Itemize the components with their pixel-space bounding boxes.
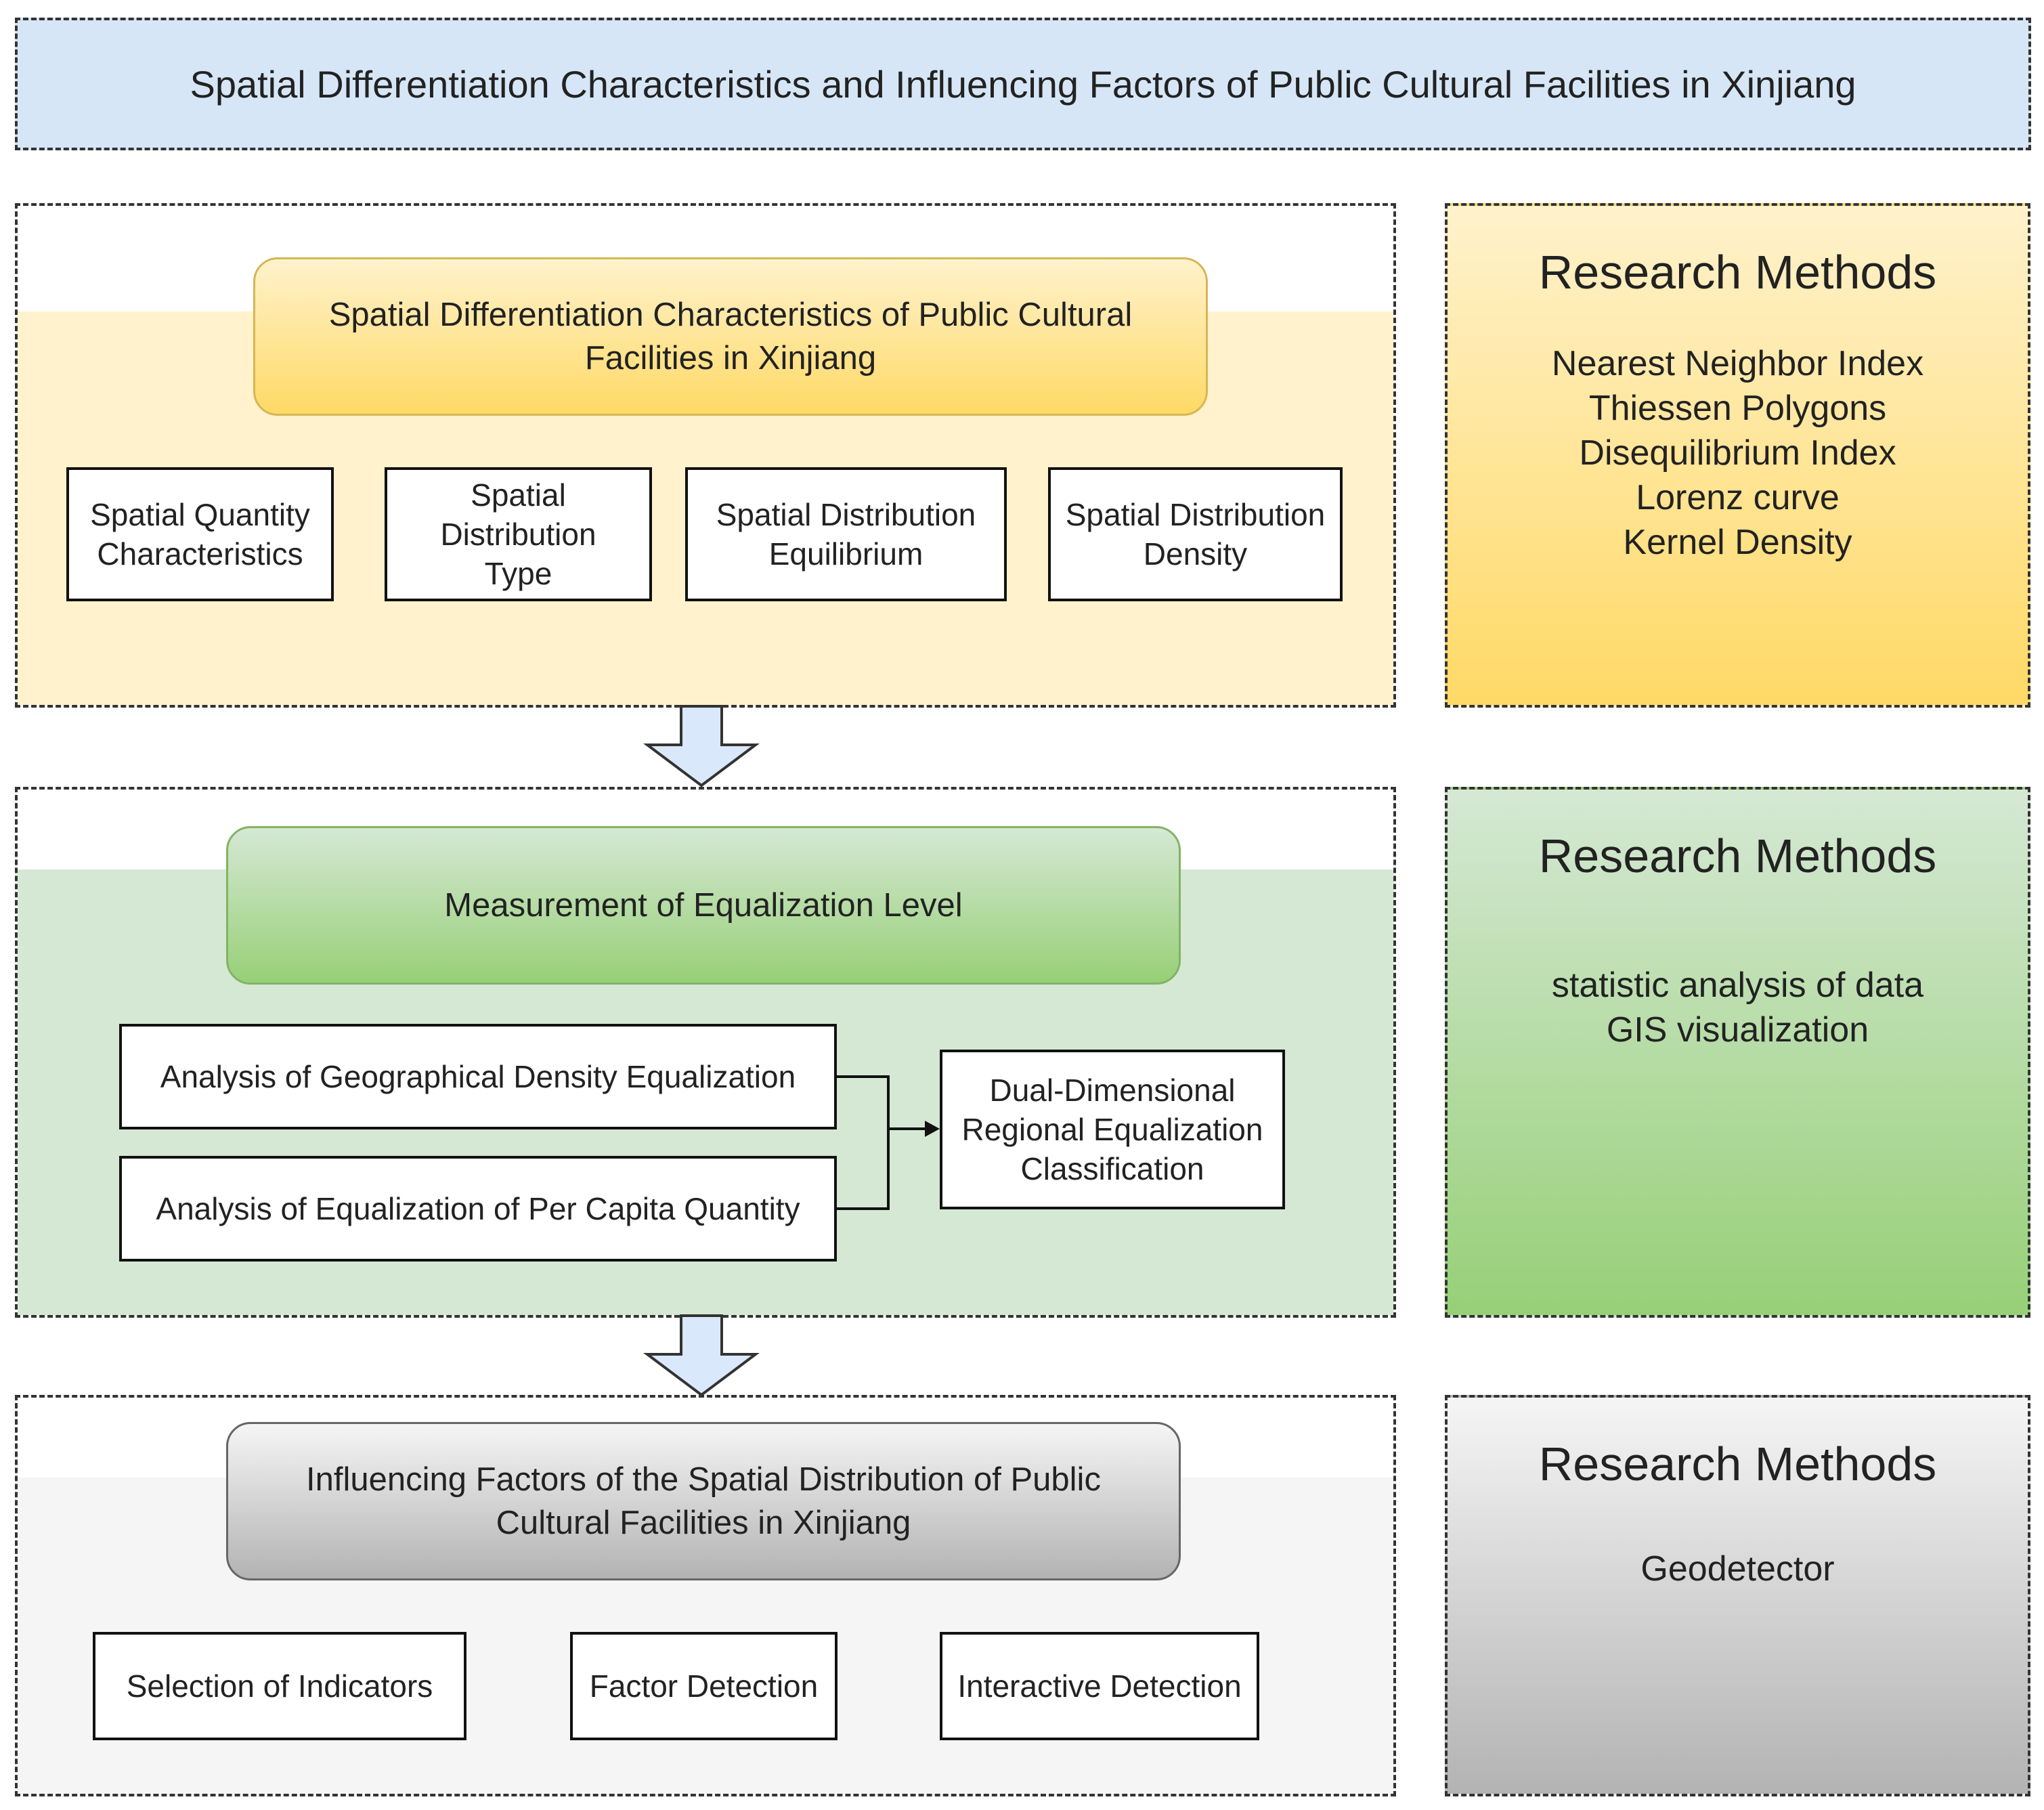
box-label: Interactive Detection [957, 1668, 1242, 1704]
research-methods-title: Research Methods [1538, 829, 1937, 882]
box-label: Analysis of Equalization of Per Capita Q… [156, 1191, 800, 1226]
box-label: Dual-Dimensional Regional Equalization C… [961, 1073, 1263, 1186]
diagram-title-text: Spatial Differentiation Characteristics … [190, 62, 1856, 106]
down-arrow-icon [643, 1314, 760, 1397]
box-label: Analysis of Geographical Density Equaliz… [160, 1059, 796, 1094]
method-item: Kernel Density [1623, 523, 1852, 562]
method-item: statistic analysis of data [1551, 966, 1924, 1005]
box-label: Spatial Distribution Type [440, 477, 596, 591]
research-methods-list: Nearest Neighbor Index Thiessen Polygons… [1448, 341, 2028, 565]
spatial-differentiation-heading: Spatial Differentiation Characteristics … [253, 257, 1208, 416]
heading-text: Spatial Differentiation Characteristics … [328, 297, 1133, 376]
research-methods-list: statistic analysis of data GIS visualiza… [1448, 963, 2028, 1052]
box-label: Selection of Indicators [126, 1668, 433, 1704]
research-methods-panel-1: Research Methods Nearest Neighbor Index … [1445, 203, 2030, 708]
spatial-quantity-box: Spatial Quantity Characteristics [66, 467, 334, 601]
geographical-density-box: Analysis of Geographical Density Equaliz… [119, 1024, 837, 1129]
method-item: Thiessen Polygons [1588, 389, 1887, 428]
box-label: Spatial Distribution Density [1065, 497, 1326, 572]
research-methods-panel-2: Research Methods statistic analysis of d… [1445, 787, 2030, 1318]
method-item: GIS visualization [1606, 1010, 1869, 1050]
diagram-title: Spatial Differentiation Characteristics … [15, 18, 2031, 150]
spatial-distribution-type-box: Spatial Distribution Type [385, 467, 652, 601]
per-capita-quantity-box: Analysis of Equalization of Per Capita Q… [119, 1156, 837, 1262]
box-label: Spatial Distribution Equilibrium [716, 497, 976, 572]
selection-of-indicators-box: Selection of Indicators [93, 1632, 466, 1740]
equalization-level-heading: Measurement of Equalization Level [226, 826, 1181, 985]
research-methods-list: Geodetector [1448, 1547, 2028, 1591]
research-methods-title: Research Methods [1538, 246, 1937, 299]
spatial-distribution-density-box: Spatial Distribution Density [1048, 467, 1343, 601]
interactive-detection-box: Interactive Detection [940, 1632, 1259, 1740]
heading-text: Influencing Factors of the Spatial Distr… [306, 1461, 1101, 1541]
box-label: Factor Detection [589, 1668, 819, 1704]
regional-classification-box: Dual-Dimensional Regional Equalization C… [940, 1050, 1285, 1209]
down-arrow-icon [643, 705, 760, 788]
method-item: Lorenz curve [1636, 478, 1840, 517]
box-label: Spatial Quantity Characteristics [90, 497, 310, 572]
method-item: Nearest Neighbor Index [1551, 344, 1924, 383]
research-methods-panel-3: Research Methods Geodetector [1445, 1395, 2030, 1796]
influencing-factors-heading: Influencing Factors of the Spatial Distr… [226, 1422, 1181, 1580]
factor-detection-box: Factor Detection [570, 1632, 838, 1740]
spatial-distribution-equilibrium-box: Spatial Distribution Equilibrium [685, 467, 1007, 601]
method-item: Disequilibrium Index [1579, 433, 1896, 473]
merge-connector-icon [835, 1075, 940, 1210]
heading-text: Measurement of Equalization Level [444, 887, 963, 924]
method-item: Geodetector [1640, 1549, 1835, 1589]
research-methods-title: Research Methods [1538, 1438, 1937, 1490]
